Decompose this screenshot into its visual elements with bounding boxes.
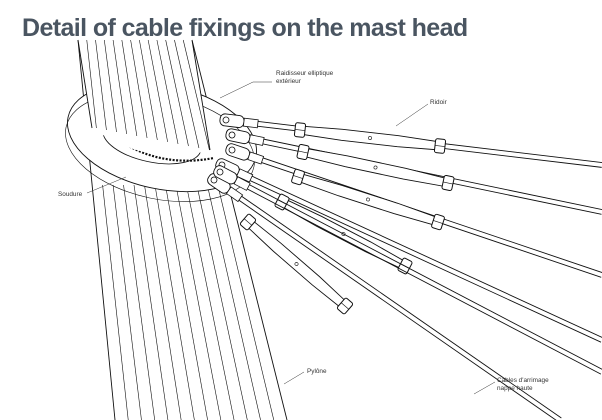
cable-5	[207, 173, 562, 420]
label-turnbuckle: Ridoir	[430, 99, 448, 106]
diagram-title: Detail of cable fixings on the mast head	[22, 14, 468, 42]
cable-2	[225, 128, 602, 215]
cable-3	[225, 143, 602, 278]
leader-lines	[86, 81, 496, 395]
cable-group	[207, 113, 602, 420]
clevis-fitting	[225, 143, 265, 165]
clevis-fitting	[213, 165, 251, 191]
clevis-fitting	[225, 128, 265, 146]
cable-1	[219, 113, 602, 168]
label-weld: Soudure	[58, 191, 83, 198]
label-stiffener-line2: extérieur	[276, 78, 302, 85]
turnbuckle	[239, 213, 354, 315]
pylon-upper	[77, 39, 211, 156]
label-cables-line1: Câbles d'arrimage	[497, 377, 549, 384]
turnbuckle	[296, 143, 455, 192]
clevis-fitting	[215, 158, 254, 183]
cable-6	[213, 165, 602, 375]
label-cables-line2: nappe haute	[497, 385, 533, 392]
clevis-fitting	[219, 113, 259, 129]
label-pylon: Pylône	[307, 368, 327, 375]
clevis-fitting	[207, 173, 244, 203]
turnbuckle	[293, 122, 447, 154]
pylon-mast	[77, 39, 288, 420]
label-stiffener-line1: Raidisseur elliptique	[276, 70, 334, 77]
turnbuckle	[291, 168, 445, 231]
